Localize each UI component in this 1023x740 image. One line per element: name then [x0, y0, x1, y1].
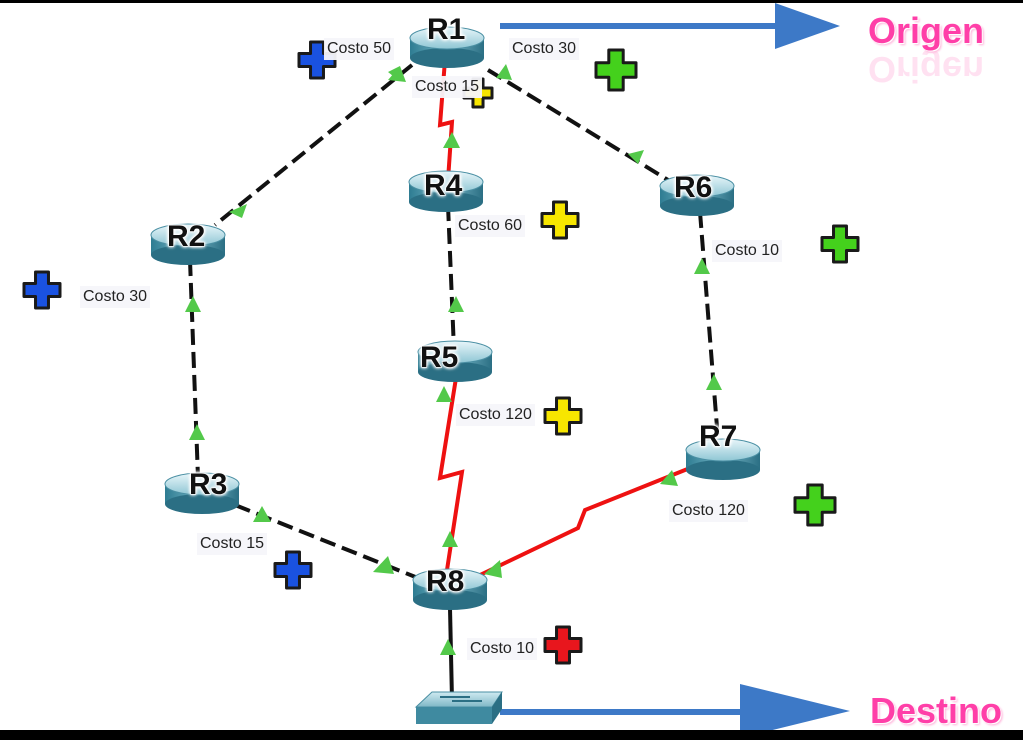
top-border: [0, 0, 1023, 3]
cost-r5-r8: Costo 120: [456, 404, 535, 426]
router-r2-label: R2: [166, 219, 206, 253]
triangle-marker: [484, 560, 502, 578]
triangle-marker: [440, 639, 456, 655]
bottom-border: [0, 730, 1023, 740]
router-r3-label: R3: [188, 467, 228, 501]
cost-r8-switch: Costo 10: [467, 638, 538, 660]
cost-r7-r8: Costo 120: [669, 500, 748, 522]
triangle-marker: [373, 556, 394, 574]
plus-icon: [543, 396, 583, 436]
plus-icon: [540, 200, 580, 240]
plus-markers: [22, 40, 860, 665]
cost-r2-r3: Costo 30: [80, 286, 151, 308]
triangle-marker: [448, 296, 464, 312]
triangle-marker: [229, 204, 247, 218]
plus-icon: [22, 270, 62, 310]
router-r1-icon: [409, 26, 485, 68]
link-r1-r6: [486, 68, 670, 182]
router-r6-label: R6: [673, 170, 713, 204]
cost-r4-r5: Costo 60: [455, 215, 526, 237]
link-r7-r8: [479, 466, 691, 577]
router-r4-icon: [408, 170, 484, 212]
plus-icon: [543, 625, 583, 665]
plus-icon: [820, 224, 860, 264]
triangle-marker: [185, 296, 201, 312]
router-r7-icon: [685, 438, 761, 480]
router-r7-label: R7: [698, 419, 738, 453]
triangle-marker: [189, 424, 205, 440]
router-r1-label: R1: [426, 12, 466, 46]
plus-icon: [793, 483, 837, 527]
triangle-marker: [442, 531, 458, 547]
cost-r1-r2: Costo 50: [324, 38, 395, 60]
destination-label: Destino: [870, 690, 1003, 731]
triangle-marker: [388, 66, 406, 82]
cost-r3-r8: Costo 15: [197, 533, 268, 555]
link-r5-r8: [437, 377, 465, 571]
router-r8-label: R8: [425, 564, 465, 598]
cost-r6-r7: Costo 10: [712, 240, 783, 262]
link-r1-r2: [213, 63, 414, 227]
link-r4-r5: [446, 204, 456, 351]
plus-icon: [594, 48, 638, 92]
router-r4-label: R4: [423, 168, 463, 202]
origin-label: Origen: [868, 10, 985, 51]
cost-r1-r6: Costo 30: [509, 38, 580, 60]
origin-label-reflection: Origen: [868, 49, 985, 90]
triangle-marker: [496, 64, 512, 80]
triangle-marker: [253, 506, 271, 522]
router-r5-label: R5: [419, 340, 459, 374]
router-r3-icon: [164, 472, 240, 514]
destination-arrow: [500, 684, 850, 738]
origin-arrow: [500, 3, 840, 49]
triangle-marker: [443, 132, 460, 148]
triangle-marker: [628, 150, 644, 164]
router-r6-icon: [659, 174, 735, 216]
triangle-marker: [706, 374, 722, 390]
router-r8-icon: [412, 568, 488, 610]
switch-icon: [414, 691, 503, 724]
direction-triangles: [185, 64, 722, 655]
plus-icon: [273, 550, 313, 590]
router-r2-icon: [150, 223, 226, 265]
link-r2-r3: [188, 259, 200, 479]
cost-r1-r4: Costo 15: [412, 76, 483, 98]
plus-icon: [297, 40, 337, 80]
link-r6-r7: [698, 211, 720, 441]
triangle-marker: [694, 258, 710, 274]
router-r5-icon: [417, 340, 493, 382]
triangle-marker: [436, 386, 452, 402]
triangle-marker: [660, 470, 678, 486]
